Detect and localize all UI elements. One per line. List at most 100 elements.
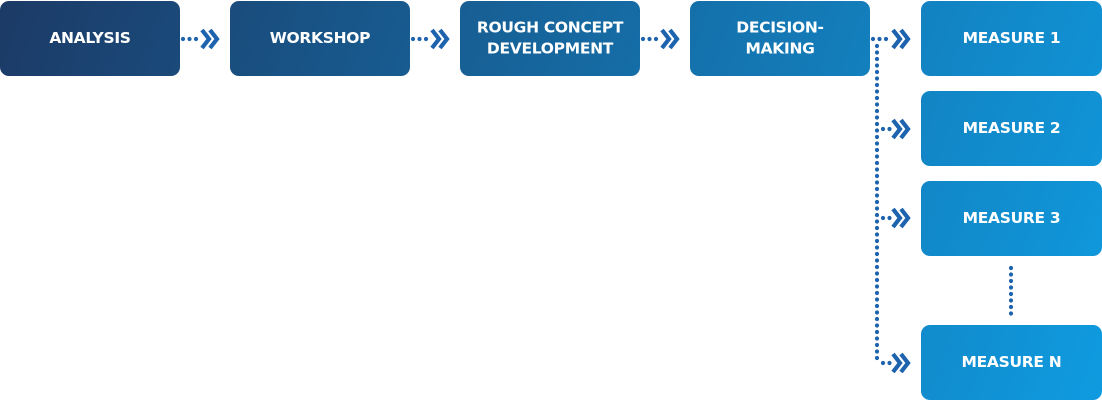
branch-dots-3-dot [880, 215, 886, 221]
step-workshop: WORKSHOP [230, 1, 410, 76]
ellipsis-dots [1008, 265, 1014, 316]
branch-dots-vertical-dot [874, 141, 880, 146]
branch-dots-vertical-dot [874, 121, 880, 127]
branch-dots-vertical-dot [874, 82, 880, 88]
measure-1-label-line-1: MEASURE 1 [963, 29, 1061, 47]
step-workshop-label-line-1: WORKSHOP [270, 29, 371, 47]
branch-dots-vertical-dot [874, 89, 880, 94]
step-analysis-label-line-1: ANALYSIS [49, 29, 130, 47]
measure-2: MEASURE 2 [921, 91, 1102, 166]
connector-dots-1-dot [187, 36, 192, 42]
branch-dots-vertical-dot [874, 134, 880, 140]
branch-dots-vertical-dot [874, 212, 880, 218]
branch-dots-2 [880, 126, 892, 132]
branch-dots-top [870, 36, 889, 42]
branch-dots-vertical-dot [874, 258, 880, 263]
step-decision-making-label-line-1: DECISION- [736, 19, 823, 37]
step-decision-making-shape [690, 1, 870, 76]
branch-dots-top-dot [877, 36, 882, 42]
branch-dots-vertical-dot [874, 310, 880, 315]
branch-dots-4-dot [880, 360, 886, 366]
measure-n: MEASURE N [921, 325, 1102, 400]
branch-dots-vertical-dot [874, 284, 880, 289]
measure-3-label-line-1: MEASURE 3 [963, 209, 1061, 227]
branch-dots-3-dot [887, 215, 892, 221]
step-decision-making: DECISION- MAKING [690, 1, 870, 76]
branch-dots-vertical-dot [874, 128, 880, 133]
measure-3: MEASURE 3 [921, 181, 1102, 256]
branch-dots-vertical-dot [874, 56, 880, 62]
branch-dots-vertical-dot [874, 290, 880, 296]
branch-dots-vertical-dot [874, 193, 880, 198]
branch-dots-2-dot [880, 126, 886, 132]
branch-dots-vertical-dot [874, 180, 880, 185]
branch-dots-vertical-dot [874, 342, 880, 348]
branch-dots-vertical-dot [874, 297, 880, 302]
ellipsis-dots-dot [1008, 291, 1014, 297]
branch-dots-vertical-dot [874, 147, 880, 153]
step-analysis-shape [0, 1, 180, 76]
measure-1-shape [921, 1, 1102, 76]
branch-dots-vertical-dot [874, 95, 880, 101]
ellipsis-dots-dot [1008, 278, 1014, 284]
branch-dots-2-dot [887, 126, 892, 132]
branch-dots-vertical-dot [874, 264, 880, 270]
branch-dots-4-dot [887, 360, 892, 366]
step-decision-making-label-line-2: MAKING [745, 40, 814, 58]
branch-dots-vertical-dot [874, 349, 880, 354]
branch-dots-top-dot [870, 36, 876, 42]
chevron-right-icon [891, 28, 911, 50]
branch-dots-vertical-dot [874, 167, 880, 172]
branch-dots-vertical-dot [874, 69, 880, 75]
connector-dots-2-dot [423, 36, 429, 42]
connectors [180, 28, 1014, 374]
branch-dots-vertical-dot [874, 206, 880, 211]
branch-dots-vertical-dot [874, 329, 880, 335]
chevron-right-icon [891, 352, 911, 374]
connector-dots-3-dot [647, 36, 652, 42]
step-analysis: ANALYSIS [0, 1, 180, 76]
ellipsis-dots-dot [1008, 265, 1014, 271]
branch-dots-vertical-dot [874, 160, 880, 166]
branch-dots-vertical-dot [874, 154, 880, 159]
branch-dots-vertical-dot [874, 173, 880, 179]
branch-dots-vertical-dot [874, 102, 880, 107]
branch-dots-vertical-dot [874, 63, 880, 68]
branch-dots-vertical-dot [874, 323, 880, 328]
branch-dots-top-dot [883, 36, 889, 42]
step-rough-concept-development: ROUGH CONCEPT DEVELOPMENT [460, 1, 640, 76]
branch-dots-vertical-dot [874, 76, 880, 81]
branch-dots-vertical-dot [874, 245, 880, 250]
branch-dots-vertical-dot [874, 316, 880, 322]
step-rough-concept-development-shape [460, 1, 640, 76]
ellipsis-dots-dot [1008, 272, 1014, 277]
step-rough-concept-development-label-line-2: DEVELOPMENT [487, 40, 614, 58]
measure-1: MEASURE 1 [921, 1, 1102, 76]
branch-dots-vertical-dot [874, 50, 880, 55]
chevron-right-icon [660, 28, 680, 50]
connector-dots-1 [180, 36, 199, 42]
connector-dots-2 [410, 36, 429, 42]
measure-n-shape [921, 325, 1102, 400]
connector-dots-2-dot [410, 36, 416, 42]
chevron-right-icon [200, 28, 220, 50]
ellipsis-dots-dot [1008, 298, 1014, 303]
measure-3-shape [921, 181, 1102, 256]
measure-2-label-line-1: MEASURE 2 [963, 119, 1061, 137]
branch-dots-vertical-dot [874, 232, 880, 237]
step-rough-concept-development-label-line-1: ROUGH CONCEPT [477, 19, 624, 37]
branch-dots-4 [880, 360, 892, 366]
branch-dots-vertical-dot [874, 251, 880, 257]
branch-dots-vertical [874, 43, 880, 361]
connector-dots-3 [640, 36, 659, 42]
branch-dots-vertical-dot [874, 115, 880, 120]
connector-dots-1-dot [193, 36, 199, 42]
connector-dots-2-dot [417, 36, 422, 42]
connector-dots-1-dot [180, 36, 186, 42]
branch-dots-vertical-dot [874, 43, 880, 49]
branch-dots-vertical-dot [874, 303, 880, 309]
chevron-right-icon [430, 28, 450, 50]
branch-dots-vertical-dot [874, 271, 880, 276]
connector-dots-3-dot [640, 36, 646, 42]
ellipsis-dots-dot [1008, 304, 1014, 310]
